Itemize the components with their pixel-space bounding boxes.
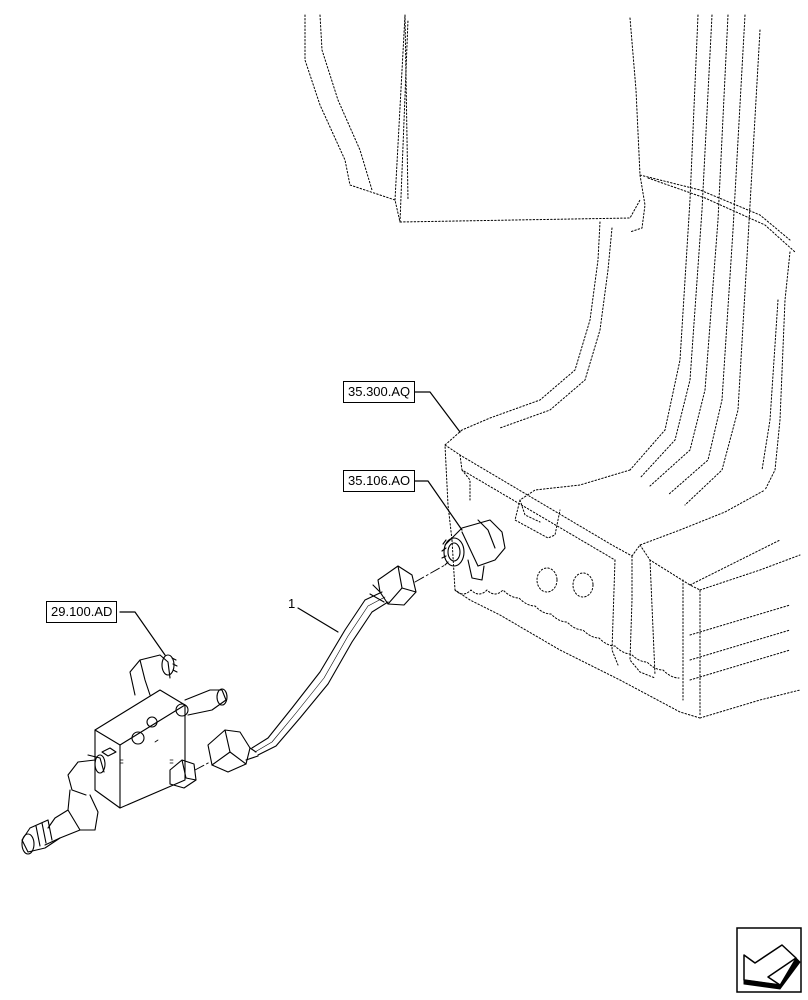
next-page-arrow-icon[interactable] [736,927,802,993]
reference-35-300-aq[interactable]: 35.300.AQ [343,381,416,403]
leader-lines [119,391,463,656]
connection-centerlines [194,564,446,771]
item-number-1: 1 [288,596,296,611]
reference-35-106-ao[interactable]: 35.106.AO [343,470,416,492]
fender-phantom-outline [304,14,801,719]
valve-block [21,654,228,855]
tank-fitting [441,519,506,581]
hose-assembly [207,565,417,773]
reference-29-100-ad[interactable]: 29.100.AD [46,601,118,623]
tank-bottom-edge [454,589,680,679]
